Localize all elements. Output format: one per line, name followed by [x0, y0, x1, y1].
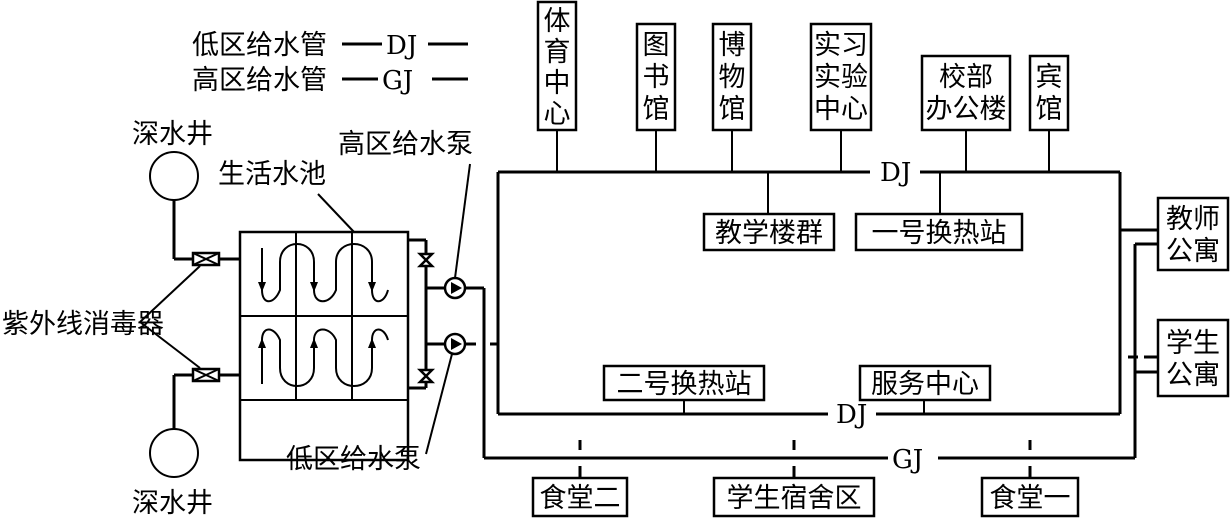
well-bottom-circle [149, 428, 199, 478]
service-center-box: 服务中心 [858, 364, 992, 402]
well-top-circle [149, 151, 199, 201]
heat-station-2-label: 二号换热站 [617, 369, 752, 400]
legend-high-code: GJ [382, 66, 413, 96]
legend-low-code: DJ [386, 31, 417, 61]
heat-station-2-box: 二号换热站 [602, 364, 766, 402]
lab-line-1: 实习 [814, 30, 868, 61]
student-dorm-label: 学生宿舍区 [727, 483, 862, 514]
uv-disinfector-top [191, 251, 221, 267]
service-center-label: 服务中心 [871, 369, 979, 400]
building-sports-center: 体 育 中 心 [536, 0, 578, 132]
uv-leader-bottom [139, 321, 201, 369]
teacher-apartment-box: 教师 公寓 [1156, 196, 1230, 272]
well-bottom: 深水井 [132, 373, 240, 519]
building-practice-lab-center: 实习 实验 中心 [809, 22, 873, 132]
uv-leader-top [139, 265, 201, 323]
dj-bottom-label: DJ [836, 400, 867, 430]
high-pump-label: 高区给水泵 [338, 129, 473, 160]
admin-line-2: 办公楼 [926, 94, 1007, 125]
sports-line-4: 心 [544, 99, 571, 130]
uv-disinfector-bottom [191, 367, 221, 383]
lab-line-3: 中心 [814, 94, 868, 125]
pump-area: 高区给水泵 低区给水泵 [286, 129, 473, 475]
lab-line-2: 实验 [814, 62, 868, 93]
library-line-2: 书 [643, 62, 670, 93]
heat-station-1-box: 一号换热站 [854, 212, 1024, 252]
legend-low-label: 低区给水管 [192, 30, 327, 61]
guesthouse-line-2: 馆 [1036, 94, 1063, 125]
teaching-label: 教学楼群 [715, 218, 823, 249]
building-library: 图 书 馆 [635, 22, 677, 132]
gj-bottom-label: GJ [892, 445, 923, 475]
canteen-2-label: 食堂二 [540, 483, 621, 514]
guesthouse-line-1: 宾 [1036, 62, 1063, 93]
sports-line-3: 中 [544, 68, 571, 99]
student-line-2: 公寓 [1166, 360, 1220, 391]
low-pump-leader [425, 353, 453, 455]
museum-line-2: 物 [719, 62, 746, 93]
valve-high [416, 252, 436, 268]
canteen-2-box: 食堂二 [531, 476, 629, 518]
building-admin-office: 校部 办公楼 [920, 54, 1012, 132]
canteen-1-label: 食堂一 [990, 483, 1071, 514]
well-bottom-label: 深水井 [132, 488, 213, 519]
museum-line-1: 博 [719, 30, 746, 61]
water-pool: 生活水池 [218, 159, 410, 462]
building-guesthouse: 宾 馆 [1028, 54, 1070, 132]
heat-station-1-label: 一号换热站 [872, 218, 1007, 249]
high-pump-leader [454, 163, 471, 279]
museum-line-3: 馆 [719, 94, 746, 125]
legend-high-label: 高区给水管 [192, 65, 327, 96]
canteen-1-box: 食堂一 [980, 476, 1080, 518]
teaching-buildings-box: 教学楼群 [702, 212, 836, 252]
teacher-line-2: 公寓 [1166, 236, 1220, 267]
building-museum: 博 物 馆 [711, 22, 753, 132]
pool-label: 生活水池 [218, 159, 326, 190]
student-line-1: 学生 [1166, 328, 1220, 359]
legend: 低区给水管 DJ 高区给水管 GJ [192, 30, 468, 96]
sports-line-1: 体 [544, 6, 571, 37]
pool-outline [238, 230, 410, 462]
pipe-network: DJ DJ GJ [465, 130, 1158, 478]
student-apartment-box: 学生 公寓 [1156, 318, 1230, 398]
library-line-1: 图 [643, 30, 670, 61]
library-line-3: 馆 [643, 94, 670, 125]
uv-disinfector-label: 紫外线消毒器 [2, 309, 164, 340]
admin-line-1: 校部 [939, 62, 993, 93]
pool-leader [317, 193, 355, 233]
sports-line-2: 育 [544, 37, 571, 68]
valve-low [416, 368, 436, 384]
dj-top-label: DJ [880, 158, 911, 188]
well-top-label: 深水井 [132, 119, 213, 150]
low-pump-label: 低区给水泵 [286, 444, 421, 475]
teacher-line-1: 教师 [1166, 204, 1220, 235]
student-dorm-box: 学生宿舍区 [712, 476, 876, 518]
